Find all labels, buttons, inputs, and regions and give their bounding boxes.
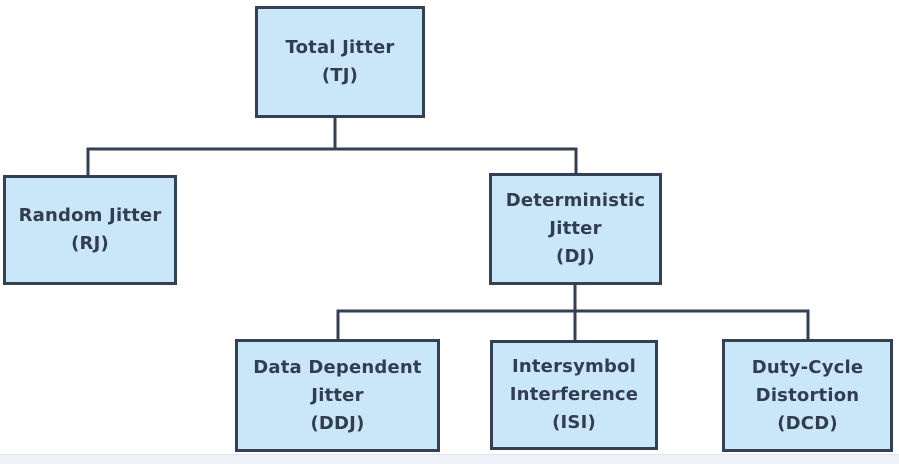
node-duty-cycle-distortion: Duty-Cycle Distortion (DCD) bbox=[722, 339, 893, 452]
edge-tj-children-rail bbox=[86, 147, 578, 176]
edge-dj-children-rail bbox=[336, 309, 810, 340]
node-data-dependent-jitter: Data Dependent Jitter (DDJ) bbox=[235, 339, 440, 452]
node-intersymbol-interference: Intersymbol Interference (ISI) bbox=[490, 340, 658, 450]
footer-strip bbox=[0, 454, 899, 464]
node-total-jitter: Total Jitter (TJ) bbox=[255, 6, 425, 118]
node-random-jitter: Random Jitter (RJ) bbox=[3, 175, 177, 285]
node-deterministic-jitter: Deterministic Jitter (DJ) bbox=[489, 173, 662, 285]
